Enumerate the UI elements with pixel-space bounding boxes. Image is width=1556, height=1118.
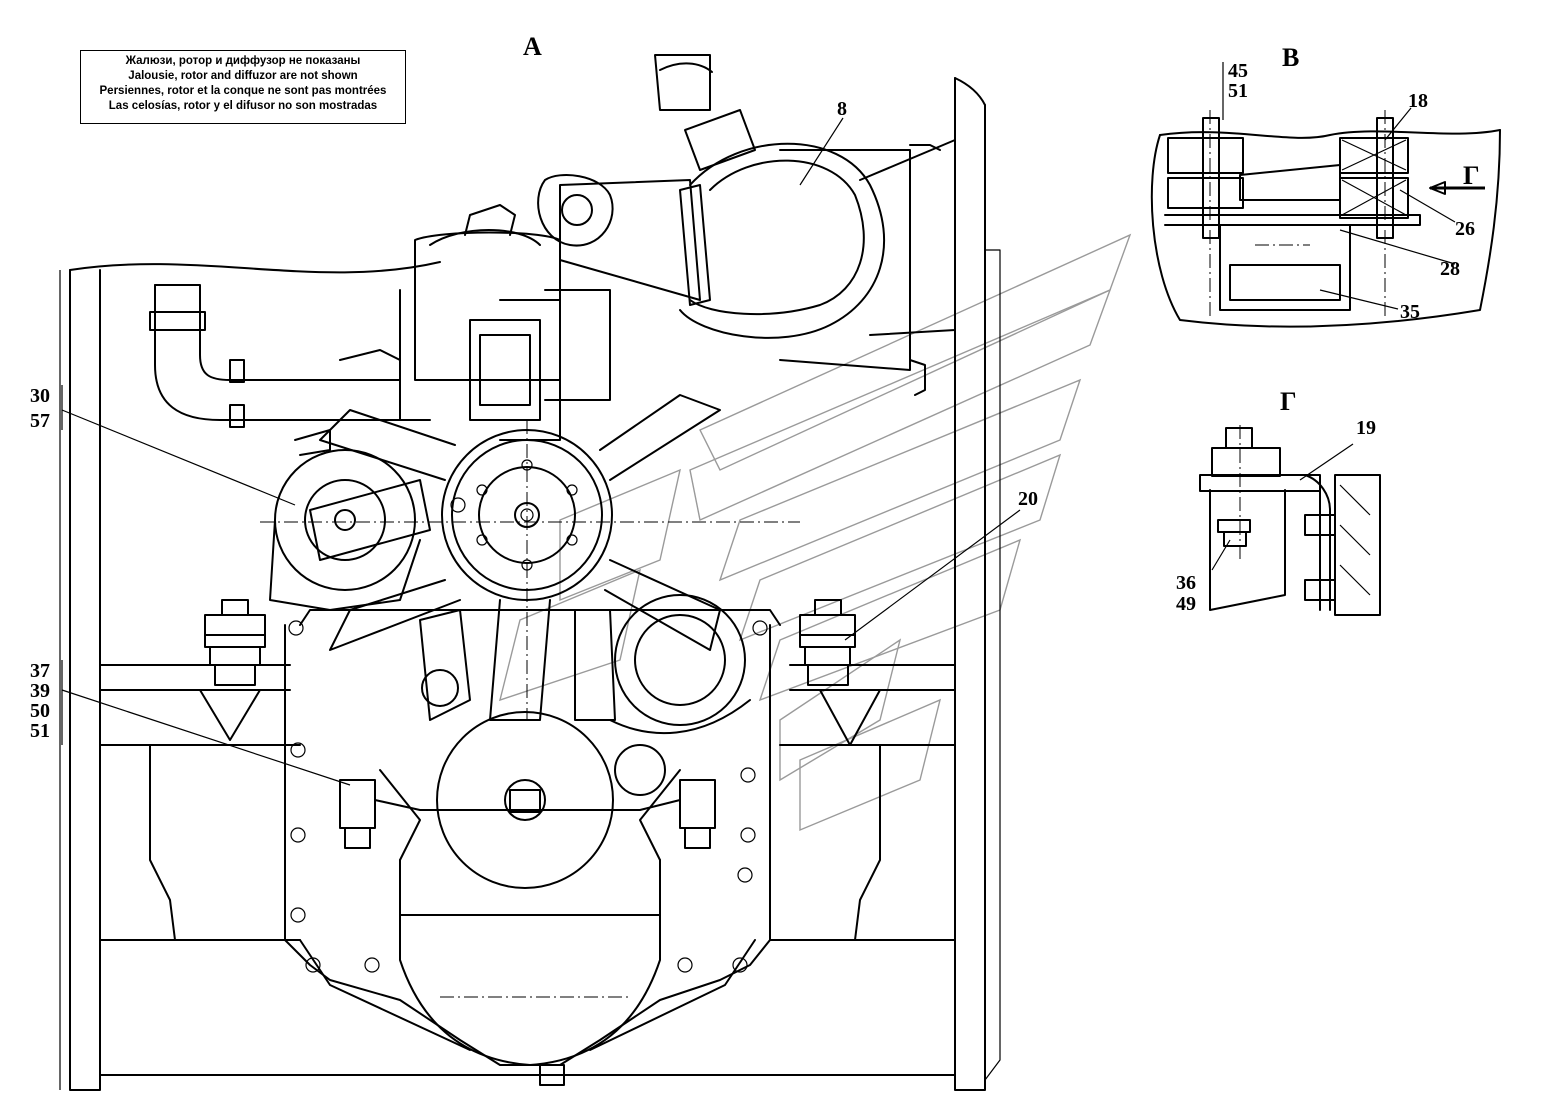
callout-35: 35 xyxy=(1400,301,1420,323)
view-g-title: Г xyxy=(1280,387,1297,416)
callout-51-main: 51 xyxy=(30,720,50,742)
engine-block xyxy=(284,609,781,1086)
callout-18: 18 xyxy=(1408,90,1428,112)
callout-37: 37 xyxy=(30,660,50,682)
note-line-en: Jalousie, rotor and diffuzor are not sho… xyxy=(128,70,358,82)
callout-26: 26 xyxy=(1455,218,1475,240)
watermark-logo xyxy=(499,233,1132,832)
air-cleaner-8 xyxy=(537,54,956,396)
view-g-arrow-label: Г xyxy=(1463,161,1480,190)
callout-51-detail: 51 xyxy=(1228,80,1248,102)
callout-45: 45 xyxy=(1228,60,1248,82)
engine-mounts xyxy=(204,599,856,849)
fan-assembly xyxy=(260,394,800,721)
callout-50: 50 xyxy=(30,700,50,722)
callout-28: 28 xyxy=(1440,258,1460,280)
alternator xyxy=(269,429,431,611)
note-line-ru: Жалюзи, ротор и диффузор не показаны xyxy=(125,55,361,67)
left-pipe xyxy=(149,284,401,428)
frame xyxy=(59,77,1001,1091)
view-a-title: А xyxy=(523,32,542,61)
view-b-title: В xyxy=(1282,43,1299,72)
leader-lines xyxy=(61,117,1021,786)
detail-view-g xyxy=(1199,425,1381,616)
callout-30: 30 xyxy=(30,385,50,407)
callout-8: 8 xyxy=(837,98,847,120)
lower-pulleys xyxy=(419,594,751,889)
callout-49: 49 xyxy=(1176,593,1196,615)
bolt-holes xyxy=(288,620,768,973)
note-line-es: Las celosías, rotor y el difusor no son … xyxy=(108,100,378,112)
note-line-fr: Persiennes, rotor et la conque ne sont p… xyxy=(99,85,387,97)
callout-57: 57 xyxy=(30,410,50,432)
callout-36: 36 xyxy=(1176,572,1196,594)
callout-20: 20 xyxy=(1018,488,1038,510)
detail-view-b xyxy=(1150,62,1501,328)
callout-19: 19 xyxy=(1356,417,1376,439)
cylinder-head xyxy=(399,204,611,441)
callout-39: 39 xyxy=(30,680,50,702)
note-box: Жалюзи, ротор и диффузор не показаны Jal… xyxy=(80,50,406,124)
